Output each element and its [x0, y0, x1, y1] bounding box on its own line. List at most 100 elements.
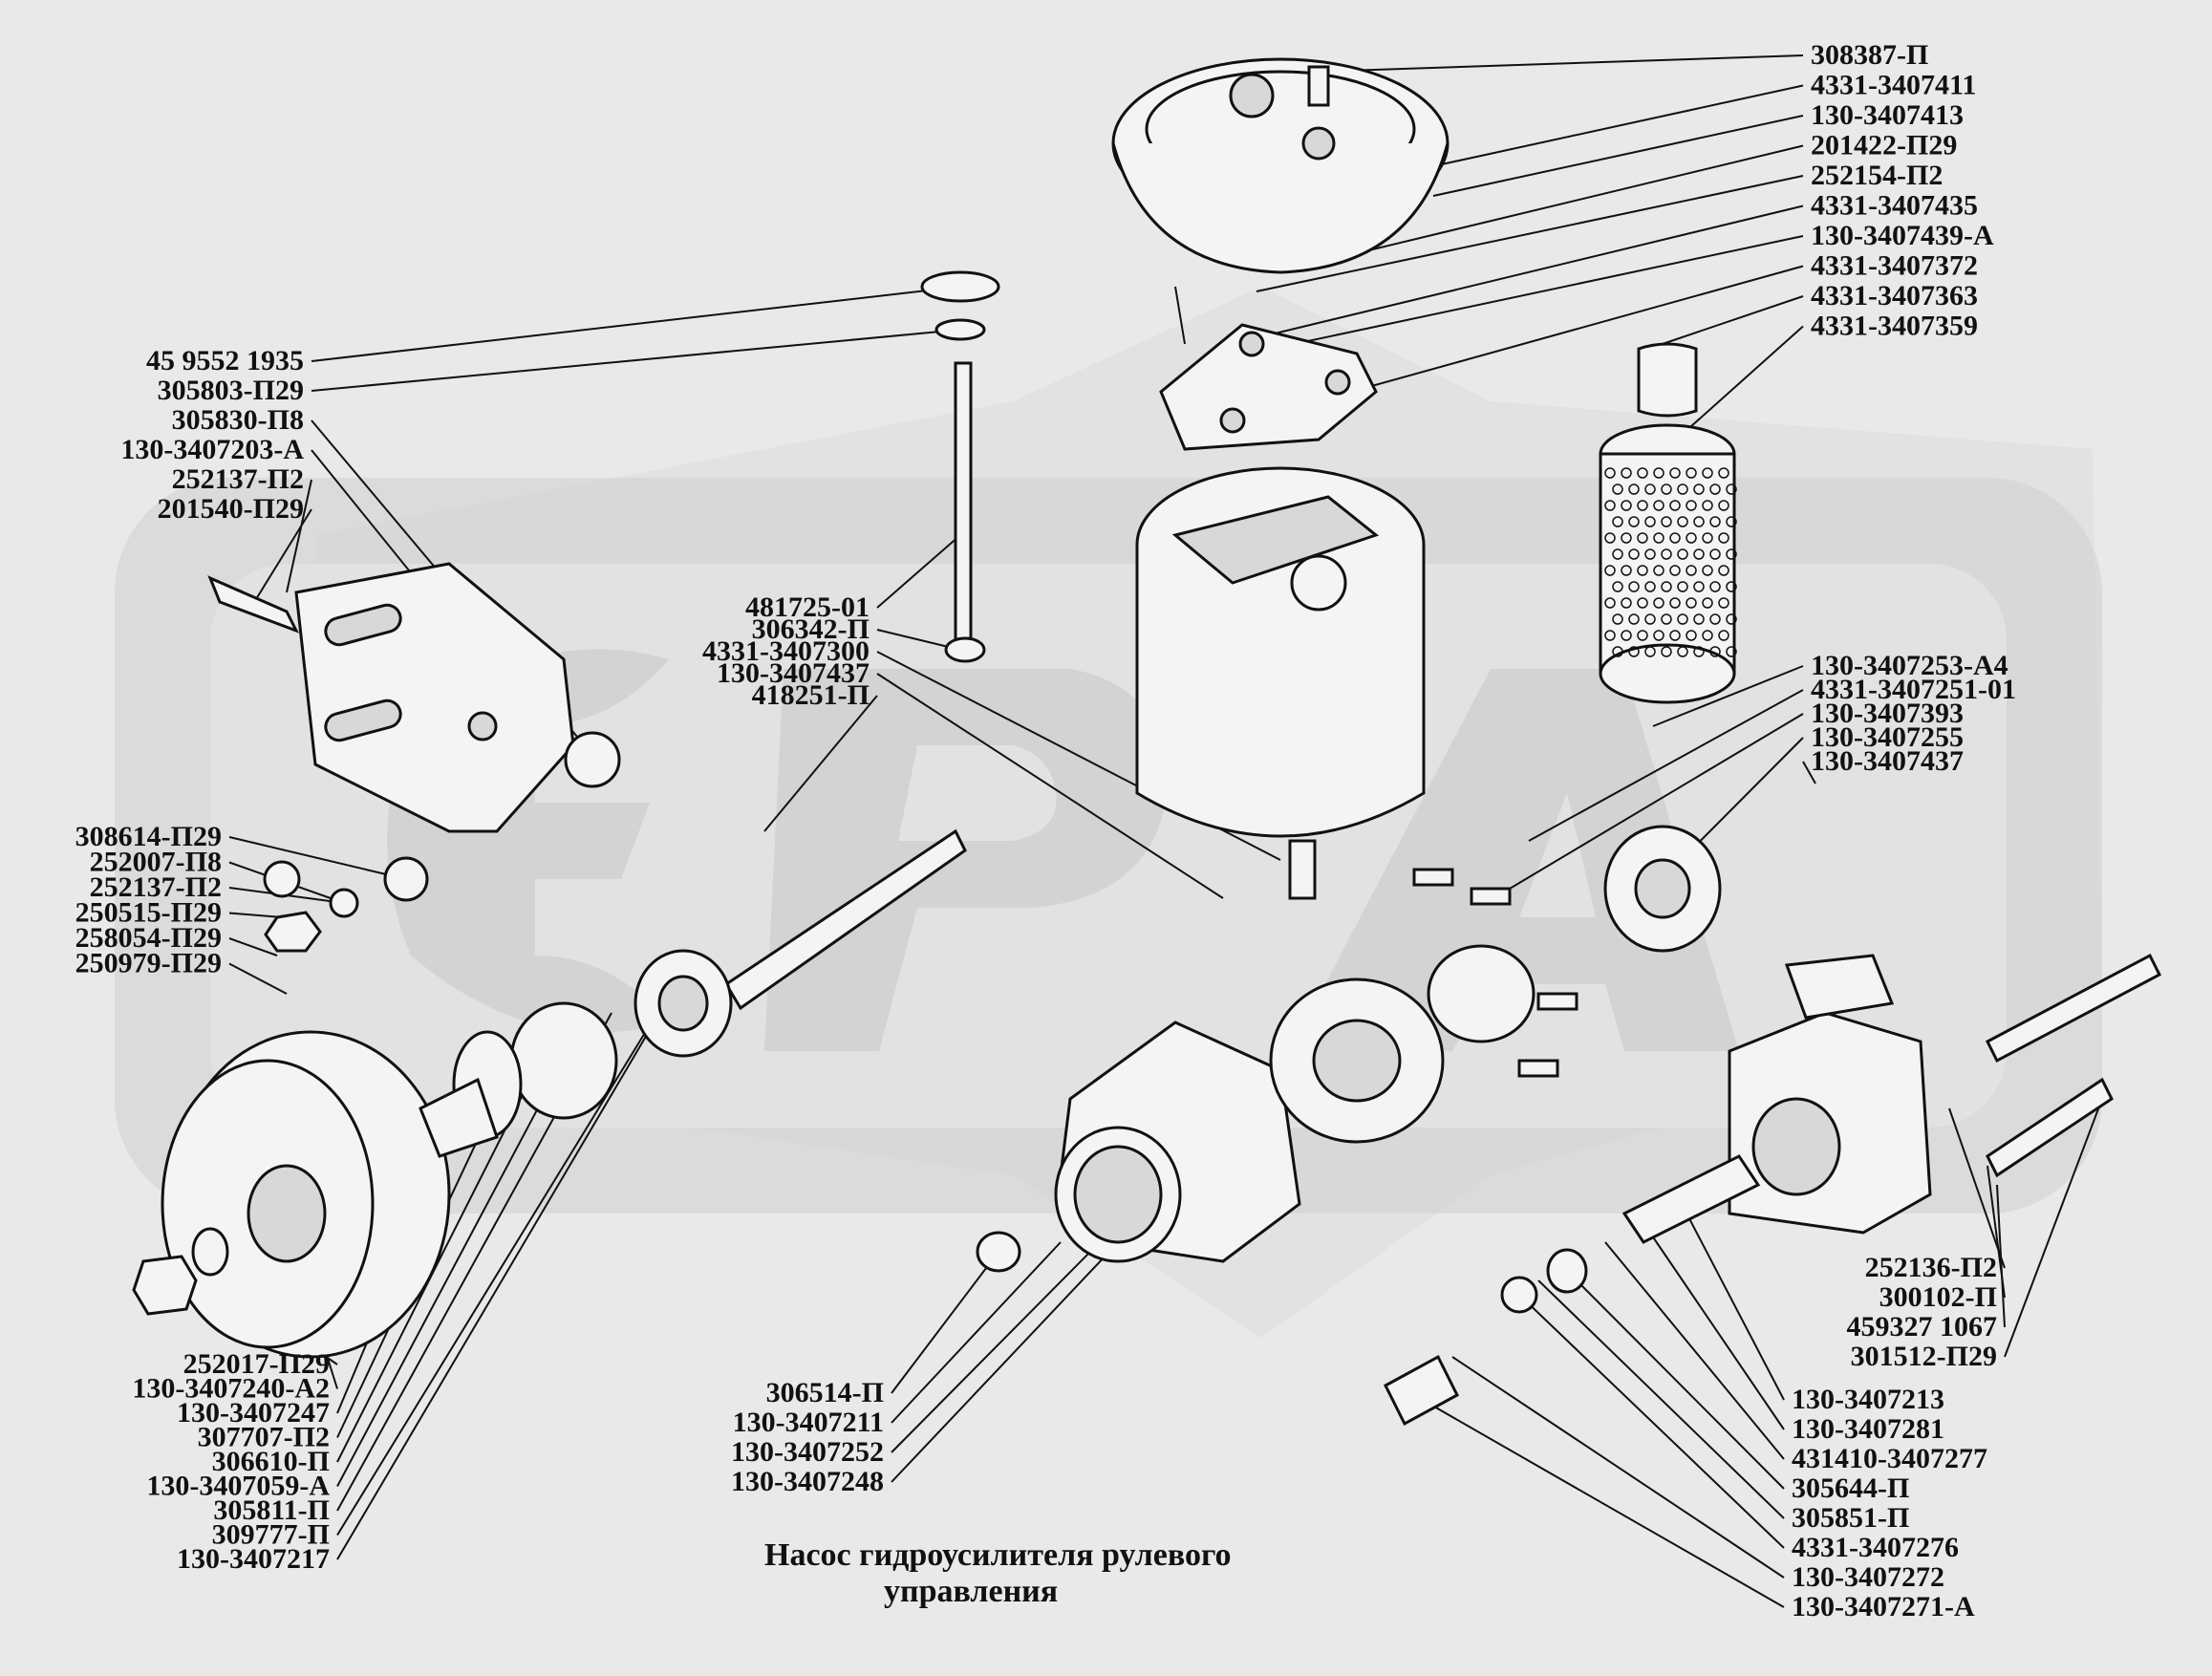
filter-mesh-hole	[1644, 646, 1656, 657]
part-label: 305644-П	[1792, 1472, 1909, 1504]
filter-mesh-hole	[1702, 532, 1713, 544]
leader-line	[1451, 1356, 1785, 1579]
part-label: 252007-П8	[90, 847, 222, 878]
filter-mesh-hole	[1726, 613, 1737, 625]
part-label: 252017-П29	[183, 1348, 330, 1380]
filter-mesh-hole	[1686, 597, 1697, 609]
filter-mesh-hole	[1726, 646, 1737, 657]
filter-mesh-hole	[1628, 483, 1640, 495]
leader-line	[1566, 1270, 1785, 1490]
part-label: 306342-П	[752, 613, 870, 645]
part-label: 4331-3407251-01	[1811, 674, 2016, 705]
filter-mesh-hole	[1604, 565, 1616, 576]
filter-mesh-hole	[1702, 597, 1713, 609]
part-label: 130-3407217	[177, 1543, 330, 1575]
part-label: 300102-П	[1879, 1281, 1997, 1313]
leader-line	[891, 1251, 999, 1394]
leader-line	[1413, 1394, 1785, 1608]
filter-mesh-hole	[1677, 516, 1688, 527]
filter-mesh-hole	[1677, 483, 1688, 495]
part-label: 130-3407247	[177, 1397, 330, 1429]
leader-line	[1270, 204, 1804, 335]
leader-line	[228, 937, 278, 956]
filter-mesh-hole	[1604, 467, 1616, 479]
filter-mesh-hole	[1621, 597, 1632, 609]
reservoir-body	[1135, 466, 1426, 900]
filter-mesh-hole	[1709, 483, 1721, 495]
relief-valve	[1384, 1154, 1761, 1427]
filter-mesh-hole	[1621, 630, 1632, 641]
leader-line	[1299, 265, 1804, 407]
leader-line	[1256, 175, 1804, 292]
leader-line	[228, 912, 283, 918]
leader-line	[1528, 689, 1804, 842]
rotor-stator	[1269, 825, 1722, 1144]
filter-mesh-hole	[1637, 565, 1648, 576]
pulley	[132, 1030, 451, 1359]
filter-mesh-hole	[1644, 581, 1656, 592]
filter-mesh-hole	[1612, 613, 1623, 625]
filter-mesh-hole	[1628, 548, 1640, 560]
part-label: 305830-П8	[172, 404, 304, 436]
part-label: 306610-П	[212, 1446, 330, 1477]
leader-line	[1432, 115, 1804, 197]
part-label: 130-3407211	[733, 1407, 884, 1438]
filter-mesh-hole	[1661, 516, 1672, 527]
filter-mesh-hole	[1644, 516, 1656, 527]
part-label: 130-3407240-А2	[132, 1373, 330, 1405]
filter-mesh-hole	[1612, 483, 1623, 495]
diagram-title-line1: Насос гидроусилителя рулевого	[764, 1537, 1232, 1573]
filter-mesh-hole	[1686, 467, 1697, 479]
part-label: 250979-П29	[75, 948, 222, 979]
part-label: 45 9552 1935	[146, 345, 304, 376]
part-label: 4331-3407435	[1811, 190, 1978, 222]
rear-cover	[1728, 953, 2161, 1235]
filter-mesh-hole	[1653, 630, 1664, 641]
filter-mesh-hole	[1628, 581, 1640, 592]
leader-line	[876, 534, 961, 609]
filter-mesh-hole	[1693, 646, 1705, 657]
filter-mesh-hole	[1677, 548, 1688, 560]
part-label: 130-3407437	[1811, 745, 1964, 777]
leader-line	[1647, 295, 1804, 350]
filter-mesh-hole	[1702, 467, 1713, 479]
part-label: 130-3407413	[1811, 99, 1964, 131]
part-label: 4331-3407300	[702, 635, 870, 667]
leader-line	[1996, 1184, 2006, 1328]
filter-mesh-hole	[1686, 532, 1697, 544]
part-label: 459327 1067	[1847, 1311, 1998, 1343]
filter-mesh-hole	[1718, 532, 1729, 544]
filter-mesh-hole	[1661, 646, 1672, 657]
part-label: 305851-П	[1792, 1502, 1909, 1534]
part-label: 252137-П2	[172, 463, 304, 495]
filter-mesh-hole	[1612, 548, 1623, 560]
filter-mesh-hole	[1718, 565, 1729, 576]
filter-mesh-hole	[1637, 467, 1648, 479]
leader-line	[1643, 1222, 1785, 1430]
filter-mesh-hole	[1709, 581, 1721, 592]
part-label: 4331-3407363	[1811, 280, 1978, 312]
filter-mesh-hole	[1718, 467, 1729, 479]
leader-line	[336, 964, 689, 1560]
part-number-labels: 308387-П4331-3407411130-3407413201422-П2…	[75, 39, 2016, 1622]
filter-mesh-hole	[1661, 548, 1672, 560]
filter-mesh-hole	[1604, 500, 1616, 511]
part-label: 306514-П	[766, 1377, 884, 1408]
filter-mesh-hole	[1628, 613, 1640, 625]
part-label: 130-3407248	[731, 1466, 884, 1497]
part-label: 130-3407059-А	[146, 1471, 330, 1502]
filter-mesh-hole	[1669, 630, 1681, 641]
filter-mesh-hole	[1726, 548, 1737, 560]
shaft-and-bearings	[419, 828, 967, 1158]
filter-mesh-hole	[1677, 613, 1688, 625]
filter-mesh-hole	[1628, 516, 1640, 527]
part-label: 130-3407439-А	[1811, 220, 1994, 251]
leader-line	[891, 1241, 1062, 1424]
part-label: 252136-П2	[1865, 1252, 1997, 1283]
filter-mesh-hole	[1604, 597, 1616, 609]
part-label: 305803-П29	[158, 375, 304, 406]
part-label: 4331-3407276	[1792, 1532, 1959, 1563]
filter-mesh-hole	[1686, 630, 1697, 641]
part-label: 130-3407281	[1792, 1413, 1944, 1445]
filter-mesh-hole	[1702, 500, 1713, 511]
